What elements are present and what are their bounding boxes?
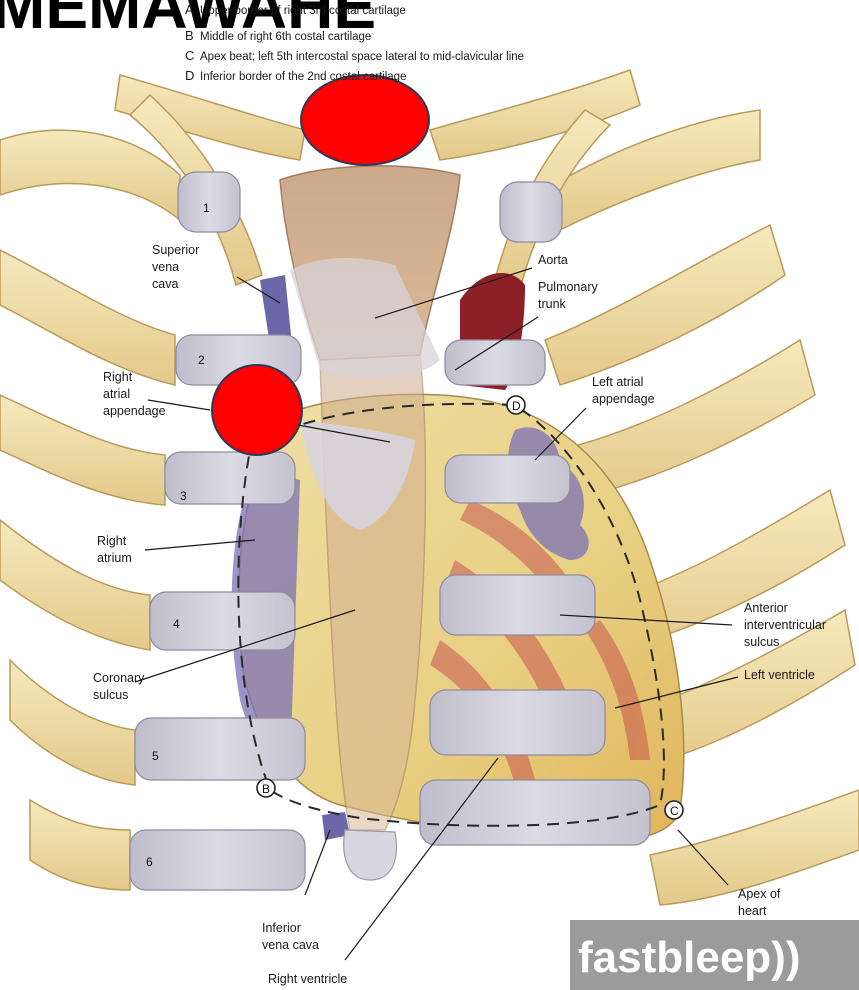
marker-c-label: C [670,804,679,818]
legend-d-text: Inferior border of the 2nd costal cartil… [200,71,406,83]
label-ra-1: Right [97,534,127,548]
cartilage-4-left [150,592,295,650]
label-ra-2: atrium [97,551,132,565]
cartilage-1-right [500,182,562,242]
label-laa-2: appendage [592,392,655,406]
label-laa-1: Left atrial [592,375,643,389]
label-raa-2: atrial [103,387,130,401]
clavicle-right [430,70,640,160]
legend-b-text: Middle of right 6th costal cartilage [200,31,371,43]
rib-6-left [30,800,130,890]
label-aorta: Aorta [538,253,568,267]
cartilage-6-right [420,780,650,845]
legend-c-letter: C [185,48,194,63]
legend-a-text: Upper border of right 3rd costal cartila… [200,5,406,17]
legend-d-letter: D [185,68,194,83]
label-svc-2: vena [152,260,179,274]
label-rv: Right ventricle [268,972,347,986]
rib-2-left [0,250,175,385]
brand-text: fastbleep)) [578,933,800,982]
legend-a-letter: A [185,2,194,17]
label-raa-3: appendage [103,404,166,418]
label-svc-3: cava [152,277,178,291]
legend-b-letter: B [185,28,194,43]
legend: A Upper border of right 3rd costal carti… [185,2,524,83]
label-coronary-2: sulcus [93,688,128,702]
label-coronary-1: Coronary [93,671,145,685]
label-pulmonary-2: trunk [538,297,567,311]
rib-1-left [0,130,180,220]
cartilage-3-right [445,455,570,503]
label-raa-1: Right [103,370,133,384]
label-svc-1: Superior [152,243,199,257]
brand-logo: fastbleep)) [570,920,859,990]
label-ivc-2: vena cava [262,938,319,952]
label-aivs-3: sulcus [744,635,779,649]
label-ivc-1: Inferior [262,921,301,935]
marker-b: B [257,779,275,797]
label-apex-1: Apex of [738,887,781,901]
rib-number-4: 4 [173,617,180,631]
marker-b-label: B [262,782,270,796]
redaction-circle-left [212,365,302,455]
rib-number-5: 5 [152,749,159,763]
label-aivs-1: Anterior [744,601,788,615]
redaction-circle-top [301,75,429,165]
marker-c: C [665,801,683,819]
marker-d-label: D [512,399,521,413]
rib-number-6: 6 [146,855,153,869]
label-apex-2: heart [738,904,767,918]
cartilage-6-left [130,830,305,890]
rib-2-right [545,225,785,385]
rib-4-left [0,520,150,650]
rib-number-3: 3 [180,489,187,503]
xiphoid [344,830,397,880]
cartilage-4-right [440,575,595,635]
label-pulmonary-1: Pulmonary [538,280,598,294]
label-lv: Left ventricle [744,668,815,682]
legend-c-text: Apex beat; left 5th intercostal space la… [200,51,524,63]
label-aivs-2: interventricular [744,618,826,632]
cartilage-5-right [430,690,605,755]
marker-d: D [507,396,525,414]
cartilage-5-left [135,718,305,780]
rib-number-2: 2 [198,353,205,367]
rib-number-1: 1 [203,201,210,215]
cartilage-2-right [445,340,545,385]
